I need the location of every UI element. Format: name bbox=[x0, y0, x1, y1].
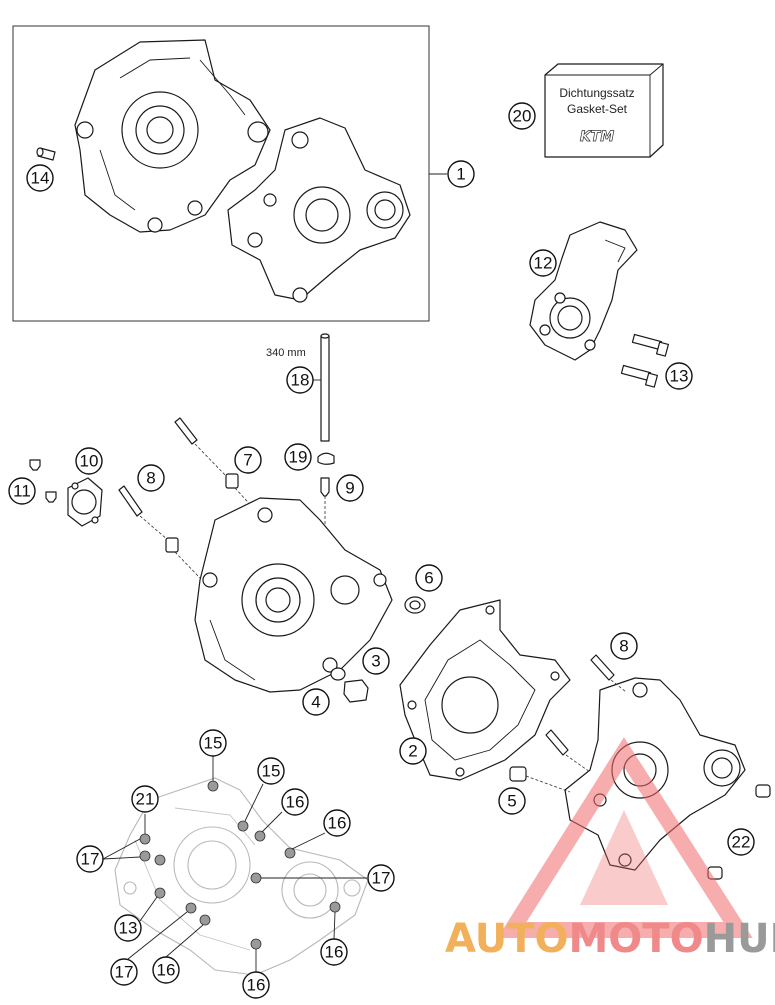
svg-text:14: 14 bbox=[31, 169, 50, 188]
svg-text:22: 22 bbox=[732, 833, 751, 852]
callout-8-right: 8 bbox=[610, 632, 638, 660]
watermark-text: AUTOMOTOHUB bbox=[445, 916, 775, 962]
callout-13-cover: 13 bbox=[114, 914, 142, 942]
rod-18-drawing: 340 mm bbox=[266, 333, 330, 442]
autmotohub-watermark: AUTOMOTOHUB bbox=[445, 737, 775, 962]
gasket-box-line2: Gasket-Set bbox=[567, 102, 628, 116]
gasket-box-line1: Dichtungssatz bbox=[559, 86, 634, 100]
callout-6: 6 bbox=[415, 564, 443, 592]
svg-text:12: 12 bbox=[534, 254, 553, 273]
callout-16-b: 16 bbox=[323, 809, 351, 837]
gasket-set-box: Dichtungssatz Gasket-Set KTM bbox=[544, 63, 664, 158]
callout-5: 5 bbox=[498, 787, 526, 815]
crankcase-half-lower-right-drawing bbox=[564, 677, 746, 871]
callout-16-d: 16 bbox=[152, 956, 180, 984]
svg-text:16: 16 bbox=[325, 943, 344, 962]
svg-text:16: 16 bbox=[157, 961, 176, 980]
svg-text:10: 10 bbox=[80, 452, 99, 471]
svg-text:20: 20 bbox=[513, 107, 532, 126]
watermark-part2: MOTO bbox=[569, 916, 704, 962]
svg-text:1: 1 bbox=[456, 165, 465, 184]
svg-text:2: 2 bbox=[408, 742, 417, 761]
callout-16-a: 16 bbox=[281, 788, 309, 816]
svg-text:5: 5 bbox=[507, 792, 516, 811]
svg-text:16: 16 bbox=[247, 976, 266, 995]
callout-3: 3 bbox=[362, 647, 390, 675]
callout-10: 10 bbox=[75, 447, 103, 475]
svg-text:21: 21 bbox=[136, 790, 155, 809]
callout-7: 7 bbox=[234, 446, 262, 474]
clutch-cover-12-drawing bbox=[529, 221, 638, 361]
callout-1: 1 bbox=[447, 160, 475, 188]
drain-plug-4-drawing bbox=[343, 679, 369, 703]
gasket-2-drawing bbox=[399, 599, 571, 781]
callout-14: 14 bbox=[26, 164, 54, 192]
callout-11: 11 bbox=[8, 477, 36, 505]
svg-text:13: 13 bbox=[670, 367, 689, 386]
crankcase-left-half-drawing bbox=[74, 39, 271, 233]
bushing-5-drawing bbox=[509, 729, 591, 793]
crankcase-right-half-drawing bbox=[227, 117, 411, 303]
callout-17-c: 17 bbox=[110, 958, 138, 986]
screw-13-drawing bbox=[620, 333, 669, 388]
svg-text:8: 8 bbox=[146, 469, 155, 488]
svg-text:15: 15 bbox=[204, 734, 223, 753]
callout-15-b: 15 bbox=[257, 757, 285, 785]
svg-text:9: 9 bbox=[345, 479, 354, 498]
callout-4: 4 bbox=[302, 688, 330, 716]
dowel-8-right-drawing bbox=[590, 654, 627, 693]
cover-plate-10-drawing bbox=[67, 477, 103, 527]
svg-text:7: 7 bbox=[243, 451, 252, 470]
callout-19: 19 bbox=[284, 443, 312, 471]
svg-text:11: 11 bbox=[13, 482, 31, 501]
seal-ring-3-drawing bbox=[330, 667, 346, 681]
svg-text:17: 17 bbox=[372, 869, 391, 888]
callout-18: 18 bbox=[286, 366, 314, 394]
engine-cover-ghost-drawing bbox=[114, 777, 369, 976]
crankcase-set-frame bbox=[12, 25, 430, 322]
svg-text:4: 4 bbox=[311, 693, 320, 712]
plug-22-drawing bbox=[707, 784, 771, 880]
svg-text:15: 15 bbox=[262, 762, 281, 781]
dowel-pin-14-drawing bbox=[36, 147, 56, 161]
watermark-triangle bbox=[497, 737, 753, 938]
svg-text:17: 17 bbox=[81, 850, 100, 869]
crankcase-assembly-drawing bbox=[194, 497, 393, 693]
callout-15-a: 15 bbox=[199, 729, 227, 757]
leader-lines bbox=[102, 379, 367, 972]
watermark-part1: AUTO bbox=[445, 916, 569, 962]
watermark-part3: HUB bbox=[704, 916, 775, 962]
callout-9: 9 bbox=[336, 474, 364, 502]
svg-text:8: 8 bbox=[619, 637, 628, 656]
clip-19-drawing bbox=[317, 452, 335, 465]
callout-20: 20 bbox=[508, 102, 536, 130]
dowel-7-drawing bbox=[174, 417, 258, 513]
svg-text:17: 17 bbox=[115, 963, 134, 982]
ktm-logo: KTM bbox=[580, 129, 614, 145]
svg-text:16: 16 bbox=[286, 793, 305, 812]
svg-text:16: 16 bbox=[328, 814, 347, 833]
dowel-8-drawing bbox=[118, 485, 201, 579]
callout-17-b: 17 bbox=[367, 864, 395, 892]
svg-text:13: 13 bbox=[119, 919, 138, 938]
callout-12: 12 bbox=[529, 249, 557, 277]
cover-screws-drawing bbox=[139, 780, 341, 950]
svg-text:18: 18 bbox=[291, 371, 310, 390]
rod-length-label: 340 mm bbox=[266, 347, 306, 359]
callout-16-c: 16 bbox=[320, 938, 348, 966]
svg-text:6: 6 bbox=[424, 569, 433, 588]
callout-21: 21 bbox=[131, 785, 159, 813]
svg-text:3: 3 bbox=[371, 652, 380, 671]
callout-22: 22 bbox=[727, 828, 755, 856]
callout-17-a: 17 bbox=[76, 845, 104, 873]
callout-16-e: 16 bbox=[242, 971, 270, 999]
callout-13-right: 13 bbox=[665, 362, 693, 390]
screw-11-drawing bbox=[29, 459, 57, 503]
svg-text:19: 19 bbox=[289, 448, 308, 467]
callout-8: 8 bbox=[137, 464, 165, 492]
seal-6-drawing bbox=[404, 596, 426, 614]
callout-2: 2 bbox=[399, 737, 427, 765]
